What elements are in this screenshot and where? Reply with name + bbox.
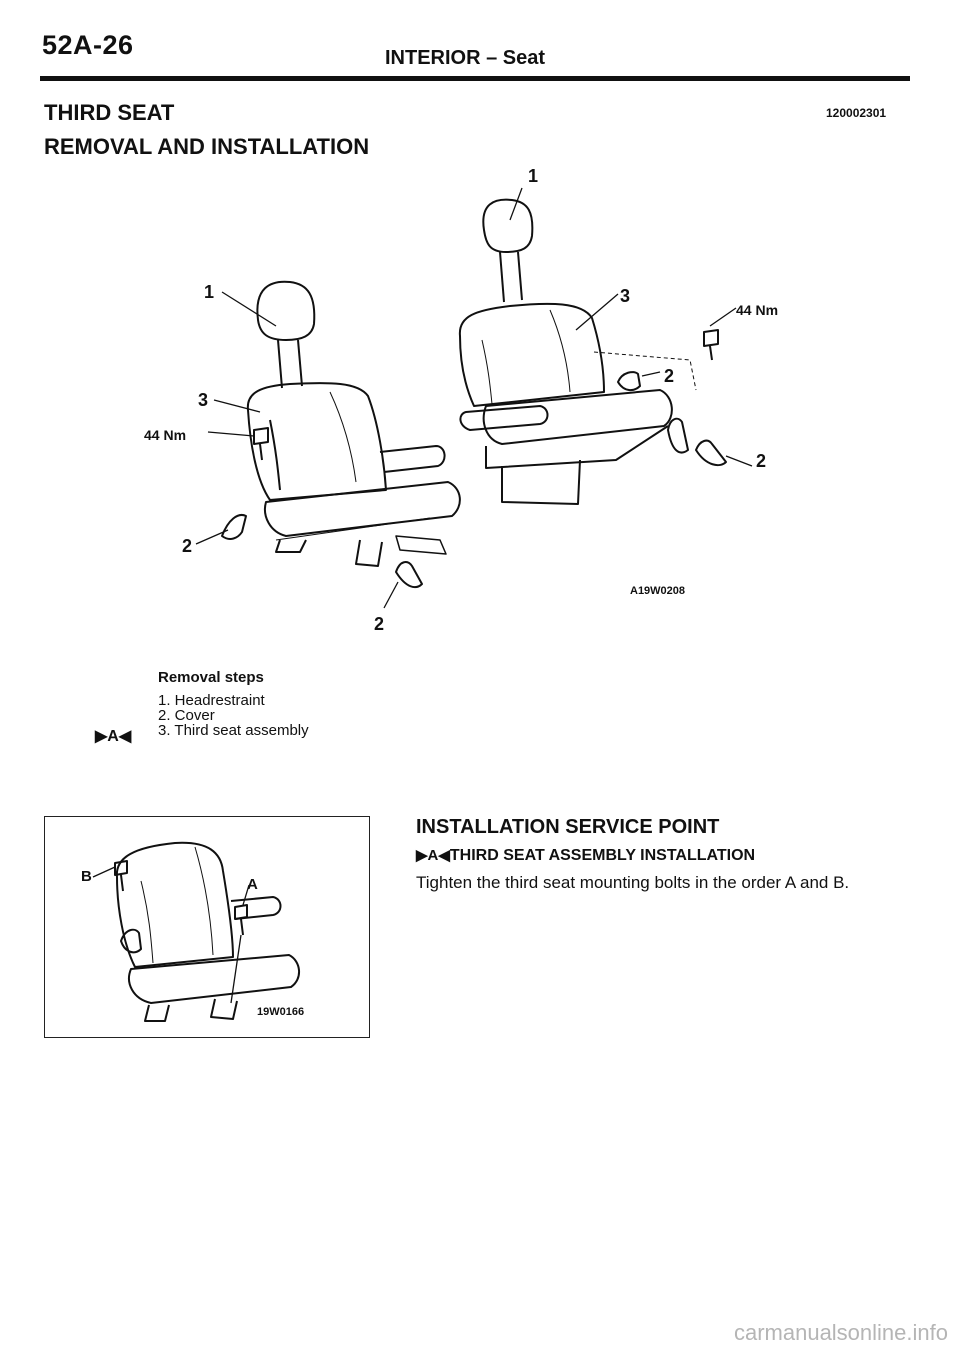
figure-code-main: A19W0208: [630, 585, 685, 597]
removal-step: 1. Headrestraint: [158, 692, 265, 709]
callout-3-left: 3: [198, 390, 208, 410]
removal-steps: Removal steps 1. Headrestraint 2. Cover …: [158, 670, 309, 738]
left-headrest-icon: [256, 280, 316, 341]
page-number: 52A-26: [42, 30, 134, 60]
right-seat-cushion-icon: [482, 389, 673, 445]
bolt-icon: [114, 860, 128, 892]
seat-back-icon: [115, 841, 234, 968]
installation-instruction: Tighten the third seat mounting bolts in…: [416, 873, 850, 892]
callout-2-right-upper: 2: [664, 366, 674, 386]
right-armrest-icon: [459, 405, 549, 431]
installation-subtitle-text: THIRD SEAT ASSEMBLY INSTALLATION: [449, 847, 756, 864]
bolt-label-a: A: [247, 876, 258, 893]
callout-2-left: 2: [182, 536, 192, 556]
section-title-line2: REMOVAL AND INSTALLATION: [44, 134, 370, 159]
watermark: carmanualsonline.info: [733, 1320, 948, 1345]
right-seat-back-icon: [458, 302, 605, 407]
cover-icon: [667, 417, 689, 454]
cover-icon: [221, 514, 247, 540]
seat-cushion-icon: [128, 954, 300, 1004]
callout-2-bottom: 2: [374, 614, 384, 634]
service-mark-a: ▶A◀: [95, 728, 132, 745]
callout-1-right: 1: [528, 166, 538, 186]
bolt-icon: [253, 427, 269, 461]
seat-exploded-illustration: 1 1 3 44 Nm 3 44 Nm 2 2 2 2 A19W0208: [144, 166, 778, 634]
document-code: 120002301: [826, 106, 887, 120]
service-mark-a: ▶A◀: [416, 847, 450, 864]
removal-step: 2. Cover: [158, 707, 215, 724]
removal-step: 3. Third seat assembly: [158, 722, 309, 739]
cover-icon: [395, 561, 423, 589]
removal-steps-heading: Removal steps: [158, 669, 264, 686]
torque-label-left: 44 Nm: [144, 427, 186, 443]
installation-subtitle: ▶A◀THIRD SEAT ASSEMBLY INSTALLATION: [416, 846, 755, 865]
bolt-label-b: B: [81, 868, 92, 885]
armrest-icon: [230, 896, 282, 920]
header-rule: [40, 76, 910, 81]
bolt-order-illustration: B A 19W0166: [81, 841, 304, 1022]
left-seat-cushion-icon: [264, 481, 461, 537]
section-header: INTERIOR – Seat: [385, 47, 546, 69]
cover-icon: [120, 928, 142, 954]
bolt-icon: [234, 904, 248, 936]
callout-1-left: 1: [204, 282, 214, 302]
left-armrest-icon: [379, 445, 446, 473]
callout-3-right: 3: [620, 286, 630, 306]
bolt-order-figure-box: B A 19W0166: [44, 816, 370, 1038]
torque-label-right: 44 Nm: [736, 302, 778, 318]
figure-code-small: 19W0166: [257, 1006, 304, 1018]
bolt-icon: [703, 329, 719, 361]
callout-2-right-lower: 2: [756, 451, 766, 471]
right-headrest-icon: [482, 198, 534, 253]
cover-icon: [695, 439, 727, 467]
left-seat-back-icon: [246, 382, 387, 501]
section-title-line1: THIRD SEAT: [44, 100, 175, 125]
installation-service-point-title: INSTALLATION SERVICE POINT: [416, 816, 720, 838]
section-title: THIRD SEAT REMOVAL AND INSTALLATION: [44, 96, 369, 164]
cover-icon: [617, 371, 641, 392]
